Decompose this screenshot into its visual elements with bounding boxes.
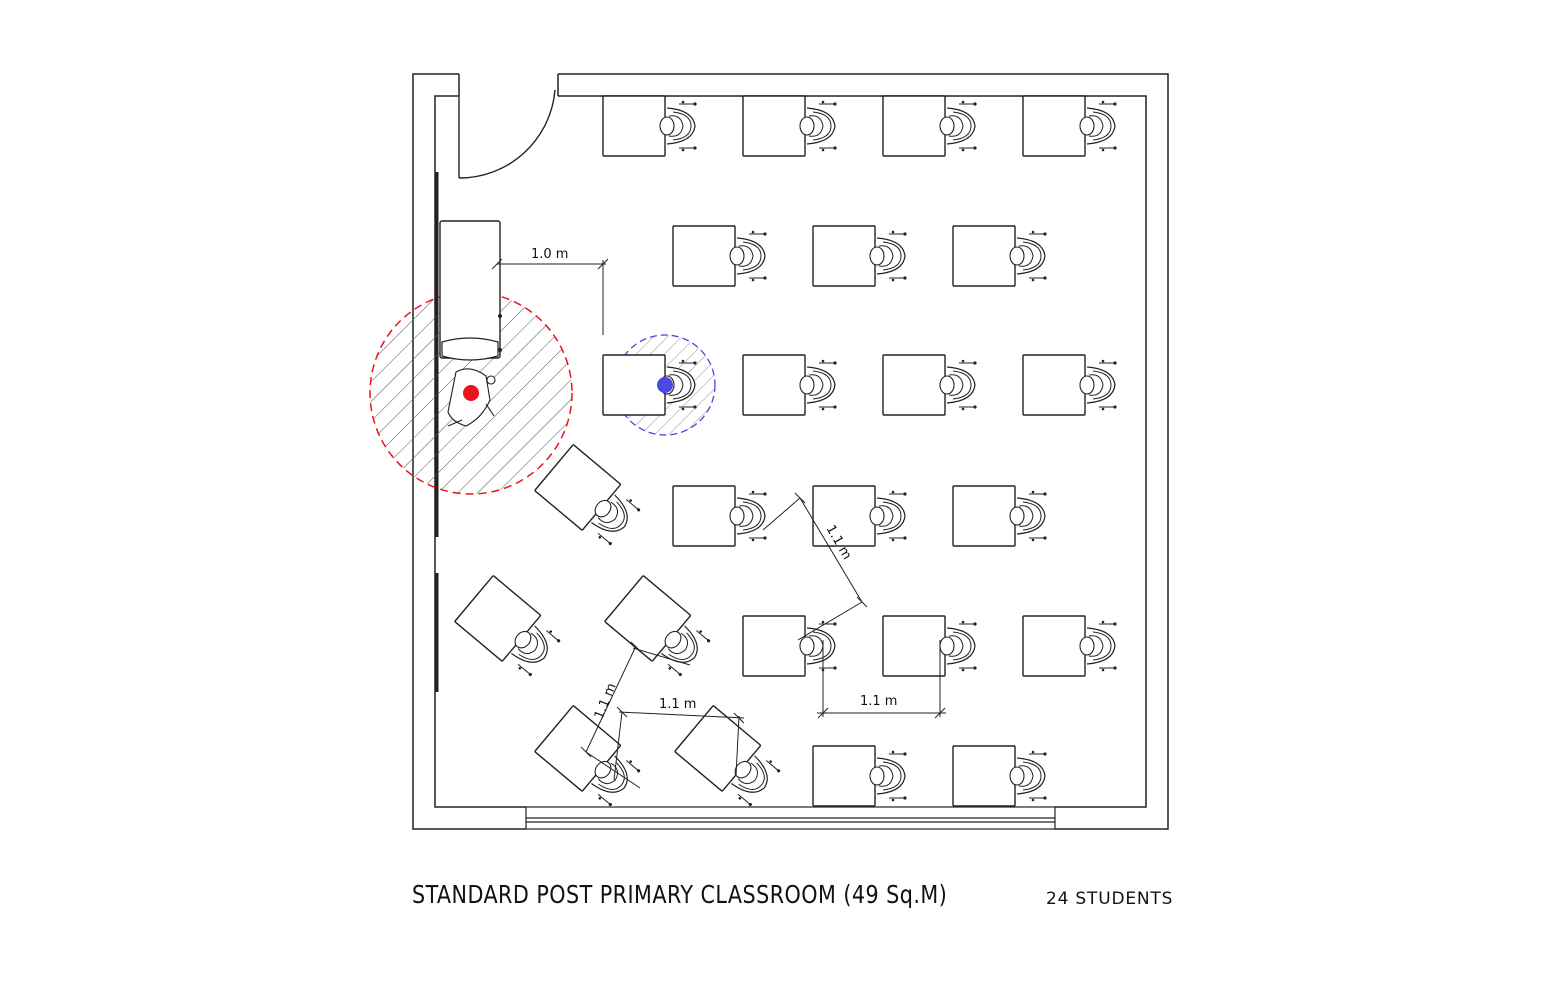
desk-set xyxy=(672,485,768,547)
desk-set xyxy=(882,615,978,677)
student-marker xyxy=(657,377,673,393)
desk-set xyxy=(882,354,978,416)
desk-set xyxy=(1022,615,1118,677)
plan-title: STANDARD POST PRIMARY CLASSROOM (49 Sq.M… xyxy=(412,880,948,909)
desk-set xyxy=(1022,95,1118,157)
window-bottom xyxy=(525,806,1056,830)
student-count: 24 STUDENTS xyxy=(1046,889,1174,909)
dimension-label: 1.1 m xyxy=(659,697,696,712)
desk-set xyxy=(952,225,1048,287)
teacher-marker xyxy=(463,385,479,401)
desk-set xyxy=(882,95,978,157)
dimension-label: 1.1 m xyxy=(860,694,897,709)
desk-set-angled xyxy=(603,574,716,683)
desk-set-angled xyxy=(533,443,646,552)
dimension-label: 1.0 m xyxy=(531,247,568,262)
door xyxy=(458,89,556,179)
student-desks xyxy=(453,95,1118,813)
desk-set xyxy=(812,225,908,287)
desk-set-angled xyxy=(533,704,646,813)
teacher-desk xyxy=(439,220,502,361)
desk-set-angled xyxy=(453,574,566,683)
desk-set xyxy=(1022,354,1118,416)
desk-set xyxy=(672,225,768,287)
desk-set xyxy=(742,95,838,157)
desk-set xyxy=(952,485,1048,547)
desk-set xyxy=(742,354,838,416)
walls xyxy=(412,73,1169,830)
desk-set xyxy=(602,95,698,157)
desk-set-angled xyxy=(673,704,786,813)
desk-set xyxy=(812,745,908,807)
dimension-label: 1.1 m xyxy=(592,681,620,721)
desk-set xyxy=(952,745,1048,807)
dimension-lines xyxy=(491,258,946,789)
